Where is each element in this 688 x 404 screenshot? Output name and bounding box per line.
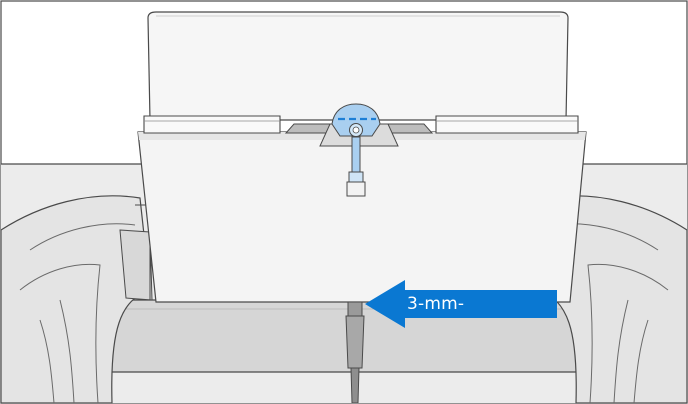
left-clamp — [0, 195, 153, 404]
callout-label: 3-mm- — [407, 294, 465, 314]
probe-pin — [345, 301, 365, 404]
highlighted-component — [331, 103, 381, 197]
back-panel — [147, 11, 569, 121]
device-body — [137, 115, 587, 303]
callout-arrow — [365, 280, 557, 328]
